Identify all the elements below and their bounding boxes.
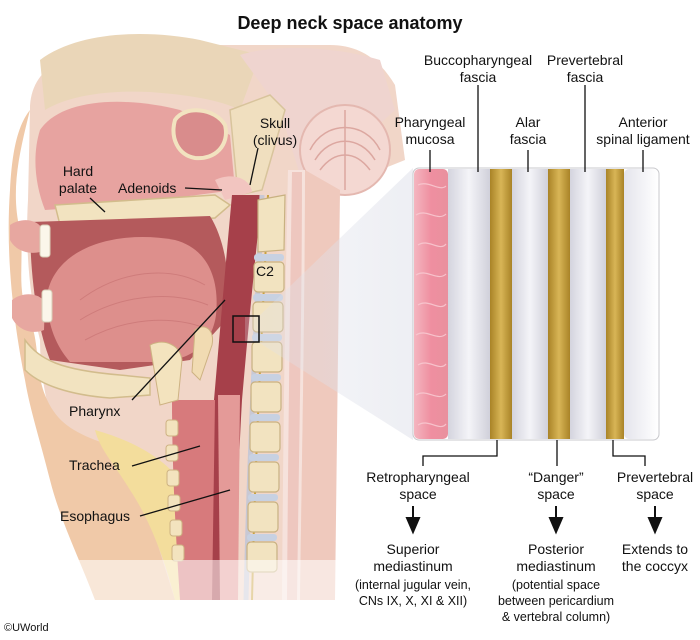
tracheal-rings: [165, 419, 185, 562]
mucosa-texture: [415, 183, 447, 428]
lower-teeth: [41, 289, 53, 323]
label-trachea: Trachea: [69, 457, 120, 473]
mandible: [24, 337, 151, 399]
label-posterior-mediastinum: Posterior mediastinum: [516, 541, 596, 574]
prevertebral-fascia-layer: [570, 169, 606, 439]
face-skin: [8, 110, 175, 600]
retropharyngeal-fat-layer: [490, 169, 512, 439]
skull-bone: [40, 34, 260, 110]
upper-teeth: [39, 224, 51, 258]
tongue-muscle-lines: [79, 272, 209, 341]
label-c2: C2: [256, 263, 274, 279]
copyright-text: ©UWorld: [4, 622, 49, 634]
buccopharyngeal-fascia-layer: [448, 169, 490, 439]
prevertebral-fat-layer: [606, 169, 624, 439]
thyroid-cartilage: [149, 341, 183, 406]
esophagus: [218, 395, 240, 600]
label-buccopharyngeal-fascia: Buccopharyngeal fascia: [423, 52, 533, 85]
label-esophagus: Esophagus: [60, 508, 131, 524]
alar-fascia-layer: [512, 169, 548, 439]
label-hard-palate: Hard palate: [58, 163, 98, 196]
zoom-box: [232, 315, 260, 343]
direction-arrows: [405, 506, 663, 535]
cerebellum-folds: [309, 110, 381, 190]
adenoid-tissue: [215, 176, 252, 200]
label-danger-space: “Danger” space: [528, 469, 584, 502]
lower-lip: [12, 294, 45, 332]
danger-space-fat-layer: [548, 169, 570, 439]
label-prevertebral-fascia: Prevertebral fascia: [546, 52, 624, 85]
label-alar-fascia: Alar fascia: [509, 114, 547, 147]
label-prevertebral-space: Prevertebral space: [616, 469, 694, 502]
label-pharynx: Pharynx: [69, 403, 121, 419]
label-extends-to-coccyx: Extends to the coccyx: [621, 541, 689, 574]
label-skull-clivus: Skull (clivus): [252, 115, 298, 148]
sphenoid-sinus: [171, 108, 228, 161]
upper-lip: [10, 220, 42, 253]
magnification-beam: [245, 168, 413, 440]
diagram-title: Deep neck space anatomy: [237, 13, 463, 33]
label-retropharyngeal-space: Retropharyngeal space: [366, 469, 470, 502]
label-superior-mediastinum: Superior mediastinum: [373, 541, 453, 574]
label-anterior-spinal-ligament: Anterior spinal ligament: [596, 114, 690, 147]
fascial-layers-panel: [412, 167, 660, 441]
leader-lines: [89, 85, 646, 517]
label-pharyngeal-mucosa: Pharyngeal mucosa: [394, 114, 466, 147]
label-adenoids: Adenoids: [118, 180, 177, 196]
head-neck-illustration: [0, 34, 420, 640]
label-superior-mediastinum-detail: (internal jugular vein, CNs IX, X, XI & …: [354, 578, 472, 608]
label-posterior-mediastinum-detail: (potential space between pericardium & v…: [497, 578, 615, 624]
anterior-spinal-ligament-layer: [624, 169, 658, 439]
